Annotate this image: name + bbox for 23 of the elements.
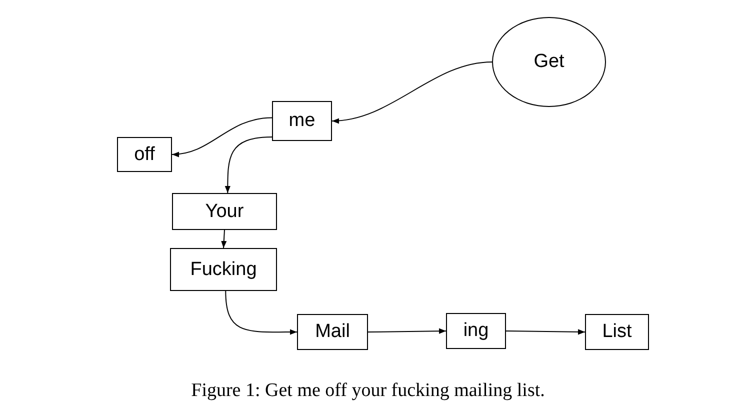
node-label: ing xyxy=(463,320,489,342)
arrow xyxy=(172,117,272,157)
figure-caption: Figure 1: Get me off your fucking mailing list. xyxy=(191,380,545,401)
process-box xyxy=(272,101,332,141)
process-box xyxy=(170,248,277,291)
process-box xyxy=(172,193,277,230)
arrow xyxy=(332,62,492,124)
process-box xyxy=(297,314,368,350)
node-label: Get xyxy=(534,51,564,73)
node-label: Mail xyxy=(315,321,350,343)
arrow xyxy=(221,230,227,248)
arrow xyxy=(224,136,272,194)
node-label: Your xyxy=(205,200,244,222)
arrow xyxy=(368,328,446,334)
node-label: List xyxy=(602,321,632,343)
node-label: off xyxy=(134,144,155,166)
node-label: Fucking xyxy=(190,258,257,280)
process-box xyxy=(446,313,506,349)
process-box xyxy=(585,314,649,350)
node-label: me xyxy=(288,110,316,132)
process-box xyxy=(117,137,172,172)
arrow xyxy=(225,290,298,335)
arrow xyxy=(506,329,586,335)
